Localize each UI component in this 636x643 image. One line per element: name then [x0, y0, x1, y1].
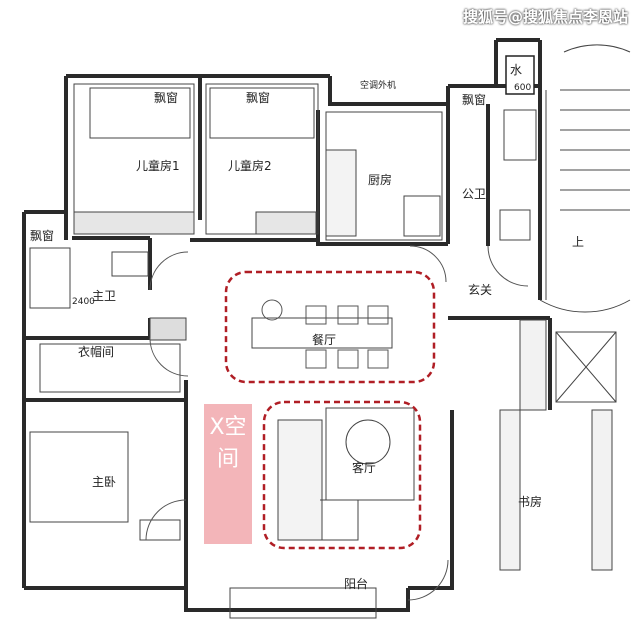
walls [22, 38, 552, 612]
x-space-overlay: X空间 [204, 404, 252, 544]
label-kids1: 儿童房1 [136, 158, 180, 173]
label-entry: 玄关 [468, 282, 492, 297]
label-master: 主卧 [92, 475, 116, 489]
label-study: 书房 [518, 494, 542, 509]
label-water: 水 [510, 63, 522, 77]
label-master-bath: 主卫 [92, 289, 116, 303]
label-pub-bath: 公卫 [462, 187, 486, 201]
interior-lines [29, 44, 631, 619]
label-balcony: 阳台 [344, 576, 368, 591]
label-bay2: 飘窗 [246, 91, 270, 105]
label-bay3: 飘窗 [30, 229, 54, 243]
label-kids2: 儿童房2 [228, 158, 272, 173]
label-living: 客厅 [352, 460, 376, 475]
label-ac: 空调外机 [360, 79, 396, 91]
door-arcs [145, 245, 529, 601]
label-kitchen: 厨房 [368, 172, 392, 187]
water-box [505, 55, 535, 95]
label-dim-600: 600 [514, 83, 531, 93]
label-bay4: 飘窗 [462, 93, 486, 107]
label-stairs-up: 上 [572, 235, 584, 249]
dining-furniture [261, 299, 389, 369]
label-bay1: 飘窗 [154, 91, 178, 105]
label-dining: 餐厅 [312, 332, 336, 347]
living-highlight [262, 400, 422, 550]
label-dim-2400: 2400 [72, 297, 95, 307]
room-labels: 飘窗 飘窗 飘窗 飘窗 儿童房1 儿童房2 厨房 公卫 玄关 餐厅 客厅 主卧 … [30, 63, 584, 591]
dining-highlight [224, 270, 436, 384]
label-closet: 衣帽间 [78, 344, 114, 359]
watermark: 搜狐号@搜狐焦点李恩站 [462, 8, 628, 26]
